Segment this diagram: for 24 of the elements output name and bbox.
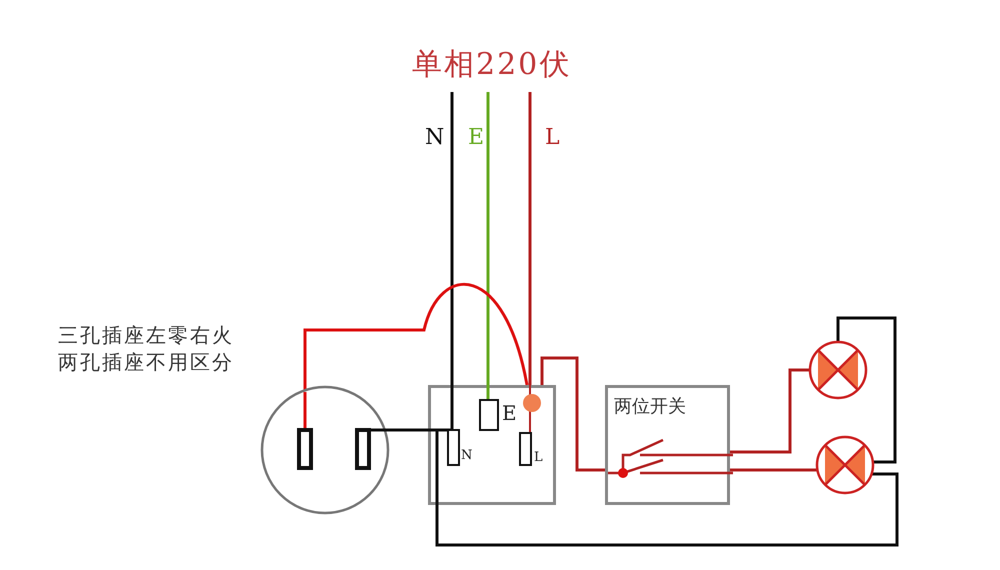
note-text: 三孔插座左零右火 (58, 322, 234, 349)
wire (528, 92, 532, 385)
two-pin-socket-drawing (260, 385, 390, 515)
terminal-label: L (534, 451, 543, 464)
wire (486, 92, 490, 385)
wire (730, 368, 810, 454)
lamp-symbol (815, 435, 875, 495)
wire (730, 468, 818, 472)
note-text: 两孔插座不用区分 (58, 349, 234, 376)
wire (304, 283, 528, 390)
wire (450, 92, 454, 385)
lamp-symbol (808, 340, 868, 400)
wire-label: L (545, 125, 560, 150)
terminal-label: N (461, 449, 472, 462)
title: 单相220伏 (412, 46, 572, 84)
wire-label: E (468, 125, 484, 150)
wire (836, 316, 896, 464)
wire (540, 356, 605, 472)
wire-label: N (425, 125, 444, 150)
terminal-label: E (502, 403, 517, 423)
switch-label: 两位开关 (614, 395, 686, 418)
switch-box (605, 385, 730, 505)
wire (436, 472, 898, 546)
three-pin-socket-drawing (428, 385, 556, 505)
